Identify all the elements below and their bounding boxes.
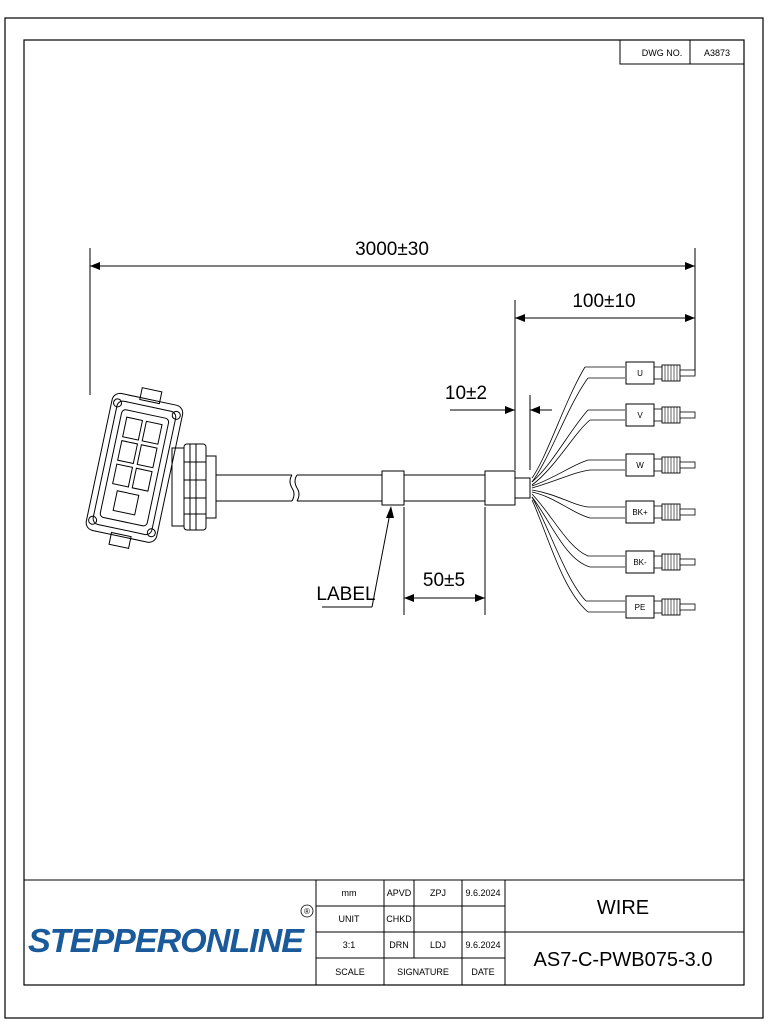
wire-label-box (625, 550, 655, 574)
drn-date: 9.6.2024 (465, 940, 500, 950)
terminal-pin (679, 508, 696, 516)
wire-label-box (625, 500, 655, 524)
wire-label-text: U (637, 369, 643, 378)
drawing-number-box: DWG NO. A3873 (619, 39, 745, 65)
overall-length-text: 3000±30 (355, 239, 429, 260)
wire-label-box (625, 361, 655, 385)
wire-label-text: V (637, 411, 643, 420)
terminal-pin (679, 603, 696, 611)
label-callout-text: LABEL (316, 584, 375, 605)
terminal-pin (679, 369, 696, 377)
connector-drawing (85, 387, 217, 549)
wire-label-text: BK- (633, 558, 647, 567)
brand-logo: STEPPERONLINE ® (28, 904, 314, 959)
drn-name: LDJ (430, 940, 446, 950)
dwg-no-label: DWG NO. (642, 48, 683, 58)
wire-bk-minusplus: BK+ (625, 500, 696, 524)
cable-jacket (216, 470, 531, 506)
strip-length-dimension (514, 300, 695, 470)
brand-name: STEPPERONLINE (28, 922, 305, 959)
wire-fanout (531, 366, 625, 613)
wire-label-text: BK+ (632, 508, 648, 517)
wire-label-box (625, 595, 655, 619)
wire-terminals: U V W BK+ BK- PE (625, 361, 696, 619)
terminal-pin (679, 411, 696, 419)
unit-value: mm (342, 888, 357, 898)
terminal-pin (679, 461, 696, 469)
wire-bk-minus: BK- (625, 550, 696, 574)
chkd-label: CHKD (386, 914, 412, 924)
label-offset-dimension (403, 507, 486, 615)
label-callout (322, 506, 394, 608)
drawing-title: WIRE (597, 897, 649, 919)
jacket-strip-text: 10±2 (445, 383, 487, 404)
signature-label: SIGNATURE (397, 967, 449, 977)
label-offset-text: 50±5 (423, 570, 465, 591)
wire-pe: PE (625, 595, 696, 619)
drn-label: DRN (389, 940, 409, 950)
registered-mark: ® (304, 907, 310, 916)
wire-label-box (625, 453, 655, 477)
wire-u: U (625, 361, 696, 385)
apvd-name: ZPJ (430, 888, 446, 898)
terminal-pin (679, 558, 696, 566)
date-label: DATE (471, 967, 494, 977)
scale-value: 3:1 (343, 940, 356, 950)
strip-length-text: 100±10 (572, 291, 635, 312)
wire-label-box (625, 403, 655, 427)
wire-v: V (625, 403, 696, 427)
apvd-label: APVD (387, 888, 412, 898)
dwg-no-value: A3873 (704, 48, 730, 58)
wire-label-text: W (636, 461, 644, 470)
wire-w: W (625, 453, 696, 477)
overall-length-dimension (89, 248, 696, 395)
title-block (24, 879, 744, 985)
outer-border (4, 17, 764, 1019)
apvd-date: 9.6.2024 (465, 888, 500, 898)
jacket-strip-dimension (450, 395, 552, 470)
unit-label: UNIT (339, 914, 360, 924)
wire-label-text: PE (635, 603, 646, 612)
scale-label: SCALE (335, 967, 365, 977)
part-number: AS7-C-PWB075-3.0 (534, 949, 713, 971)
